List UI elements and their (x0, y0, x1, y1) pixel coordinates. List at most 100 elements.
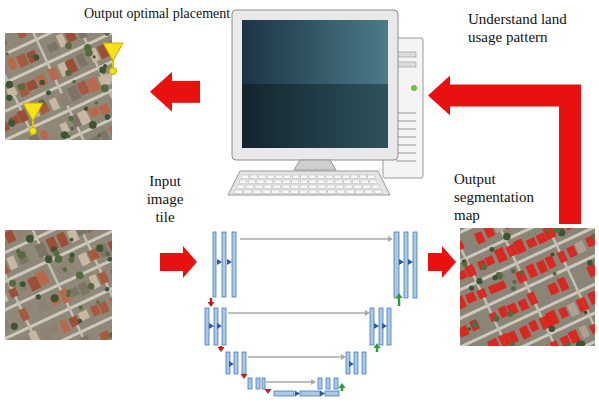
roof (97, 271, 109, 285)
roof (6, 57, 18, 70)
roof (58, 288, 71, 304)
unet-arrow (398, 297, 401, 306)
unet-arrow-head (374, 323, 379, 329)
feature-map (256, 378, 260, 389)
tree (68, 116, 73, 121)
tree (65, 42, 72, 49)
roof (35, 73, 48, 87)
key (266, 180, 273, 184)
tree (591, 234, 595, 239)
unet-arrow-head (227, 259, 232, 265)
tree (89, 121, 97, 129)
roof (5, 318, 11, 332)
marker-dot (30, 128, 37, 135)
feature-map (274, 391, 294, 396)
tree (519, 271, 523, 275)
tree (26, 235, 34, 243)
unet-arrow-head (349, 361, 354, 367)
roof (78, 33, 88, 39)
tree (492, 275, 497, 280)
key (336, 185, 344, 189)
key (240, 180, 247, 184)
roof (77, 282, 90, 296)
key (309, 180, 316, 184)
feature-map (242, 352, 246, 374)
road (5, 33, 63, 140)
segmented-roof (515, 270, 528, 284)
roof (97, 243, 110, 258)
tree (11, 323, 18, 330)
tree (5, 52, 8, 55)
keyboard (228, 171, 390, 195)
flow-arrow (428, 246, 456, 278)
key (354, 185, 362, 189)
tree (63, 267, 67, 271)
unet-arrow-head (217, 323, 222, 329)
segmented-roof (557, 250, 568, 263)
tree (109, 332, 112, 337)
segmented-roof (576, 297, 590, 313)
key (290, 190, 298, 194)
roof (36, 298, 49, 311)
tree (566, 342, 571, 346)
image-node: Output optimal placement (5, 33, 112, 140)
tree (79, 306, 83, 310)
key (292, 175, 299, 179)
vent-slot (396, 152, 416, 154)
key (328, 190, 336, 194)
roof (58, 92, 71, 108)
feature-map (413, 232, 417, 298)
aerial-image (5, 230, 112, 340)
segmented-roof (564, 228, 577, 230)
feature-map (205, 308, 209, 345)
roof (110, 267, 112, 278)
segmented-roof (460, 240, 465, 251)
tree (76, 271, 84, 279)
vent-slot (396, 136, 416, 138)
key (301, 175, 308, 179)
road (460, 297, 595, 346)
tree (101, 84, 109, 92)
roof (65, 33, 77, 43)
segmented-roof (495, 280, 507, 291)
roof (25, 79, 38, 91)
key (257, 180, 264, 184)
screen (242, 20, 388, 84)
tree (51, 294, 59, 302)
key (281, 190, 289, 194)
key (276, 175, 283, 179)
monitor-stand (294, 160, 336, 170)
tree (88, 283, 95, 290)
feature-map (222, 232, 226, 297)
tree (16, 249, 21, 254)
roof (46, 41, 59, 53)
key (248, 180, 255, 184)
segmented-roof (460, 325, 470, 338)
tree (46, 90, 51, 95)
roof (5, 290, 9, 304)
road (54, 33, 112, 140)
unet-arrow-head (295, 391, 300, 397)
tree (84, 106, 89, 111)
tree (554, 228, 561, 233)
segmented-roof (526, 237, 538, 248)
road (5, 271, 112, 340)
feature-map (387, 308, 391, 345)
key (363, 185, 371, 189)
unet-arrow-head (388, 236, 393, 242)
key (309, 185, 317, 189)
roof (24, 230, 35, 232)
key (262, 190, 270, 194)
road (460, 250, 595, 346)
feature-map (334, 378, 338, 389)
power-light (411, 85, 417, 91)
vent-slot (396, 128, 416, 130)
tree (72, 80, 76, 84)
segmented-roof (483, 228, 495, 238)
key (318, 185, 326, 189)
feature-map (262, 378, 265, 389)
roof (5, 35, 7, 48)
road (5, 295, 112, 340)
feature-map (222, 308, 226, 345)
tree (45, 256, 52, 263)
